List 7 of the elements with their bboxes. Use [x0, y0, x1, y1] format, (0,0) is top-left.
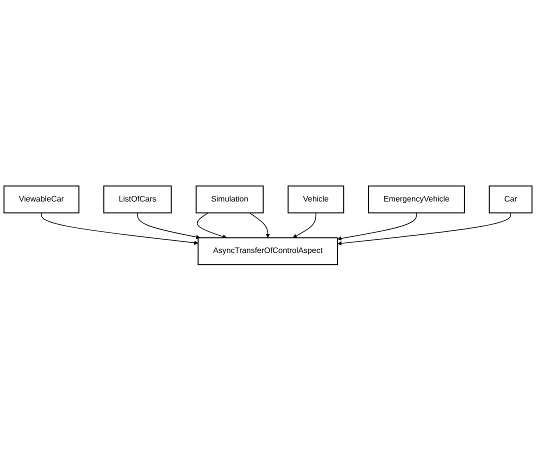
- arrow: [196, 212, 227, 238]
- arrow: [292, 212, 316, 238]
- arrow: [337, 212, 417, 240]
- arrow: [137, 212, 200, 239]
- arrow: [337, 212, 512, 246]
- arrow: [249, 212, 270, 238]
- arrow: [41, 212, 198, 245]
